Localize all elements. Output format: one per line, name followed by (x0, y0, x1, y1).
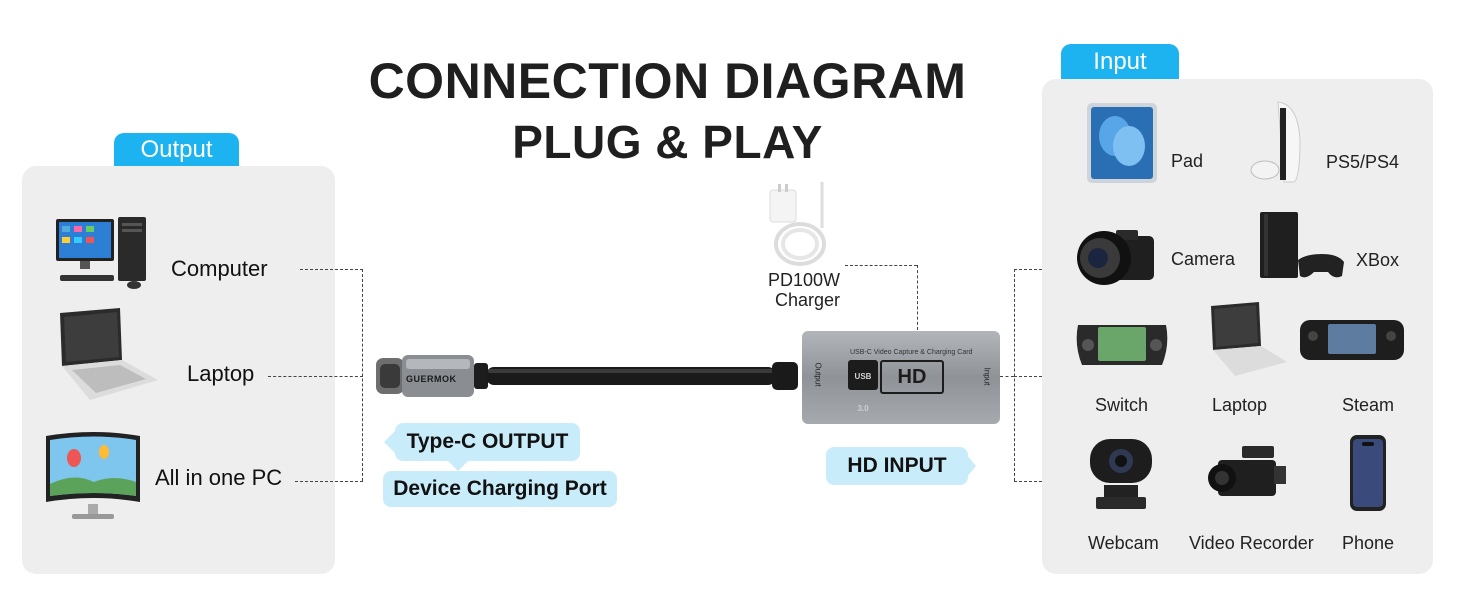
usb-badge-text: USB 3.0 (854, 372, 872, 413)
brand-logo: GUERMOK (406, 374, 457, 384)
connector-line (1014, 269, 1015, 481)
connector-line (1014, 269, 1062, 270)
all-in-one-pc-icon (46, 432, 140, 519)
charger-label-line2: Charger (775, 290, 841, 310)
input-item-phone-label: Phone (1342, 533, 1395, 553)
computer-icon (56, 217, 146, 289)
input-item-webcam-label: Webcam (1088, 533, 1159, 553)
arrow-right-icon (966, 454, 976, 478)
input-item-switch-label: Switch (1095, 395, 1149, 415)
connector-line (1014, 481, 1062, 482)
input-item-ps5-label: PS5/PS4 (1326, 152, 1400, 172)
laptop-icon (1211, 302, 1287, 376)
input-tag: Input (1061, 44, 1179, 80)
device-charging-port-label: Device Charging Port (383, 471, 617, 507)
handheld-console-icon (1076, 325, 1168, 365)
charger-icon (769, 182, 826, 266)
laptop-icon (60, 308, 158, 400)
charger-label-line1: PD100W (768, 270, 841, 290)
connector-line (917, 265, 918, 330)
input-item-video-recorder-label: Video Recorder (1189, 533, 1314, 553)
console-icon (1260, 212, 1344, 278)
diagram-subtitle: PLUG & PLAY (512, 116, 823, 168)
arrow-left-icon (384, 430, 396, 454)
connector-line (295, 481, 363, 482)
phone-icon (1350, 435, 1386, 511)
device-output-label: Output (813, 362, 823, 387)
ps5-icon (1250, 101, 1301, 183)
video-recorder-icon (1208, 446, 1286, 496)
usb-c-cable (376, 355, 798, 397)
tablet-icon (1087, 103, 1157, 183)
output-item-all-in-one-pc-label: All in one PC (155, 465, 283, 490)
device-input-label: Input (982, 367, 992, 386)
connector-line (362, 269, 363, 481)
output-item-computer-label: Computer (171, 256, 268, 281)
capture-card-body (802, 331, 1000, 424)
input-item-laptop-label: Laptop (1212, 395, 1268, 415)
device-caption: USB-C Video Capture & Charging Card (850, 349, 973, 356)
input-item-steam-label: Steam (1342, 395, 1395, 415)
connector-line (1014, 376, 1062, 377)
input-item-xbox-label: XBox (1356, 250, 1400, 270)
output-tag: Output (114, 133, 239, 167)
input-item-pad-label: Pad (1171, 151, 1204, 171)
connector-line (845, 265, 917, 266)
webcam-icon (1090, 439, 1152, 509)
typec-output-label: Type-C OUTPUT (395, 423, 580, 461)
output-item-laptop-label: Laptop (187, 361, 255, 386)
diagram-title: CONNECTION DIAGRAM (368, 53, 967, 109)
arrow-down-icon (446, 459, 470, 471)
steam-deck-icon (1300, 320, 1404, 360)
connector-line (1000, 376, 1014, 377)
hd-input-label: HD INPUT (826, 447, 968, 485)
connector-line (268, 376, 363, 377)
hd-badge: HD (880, 360, 944, 394)
connector-line (300, 269, 363, 270)
usb-badge: USB 3.0 (848, 360, 878, 413)
camera-icon (1077, 230, 1154, 285)
input-item-camera-label: Camera (1171, 249, 1236, 269)
